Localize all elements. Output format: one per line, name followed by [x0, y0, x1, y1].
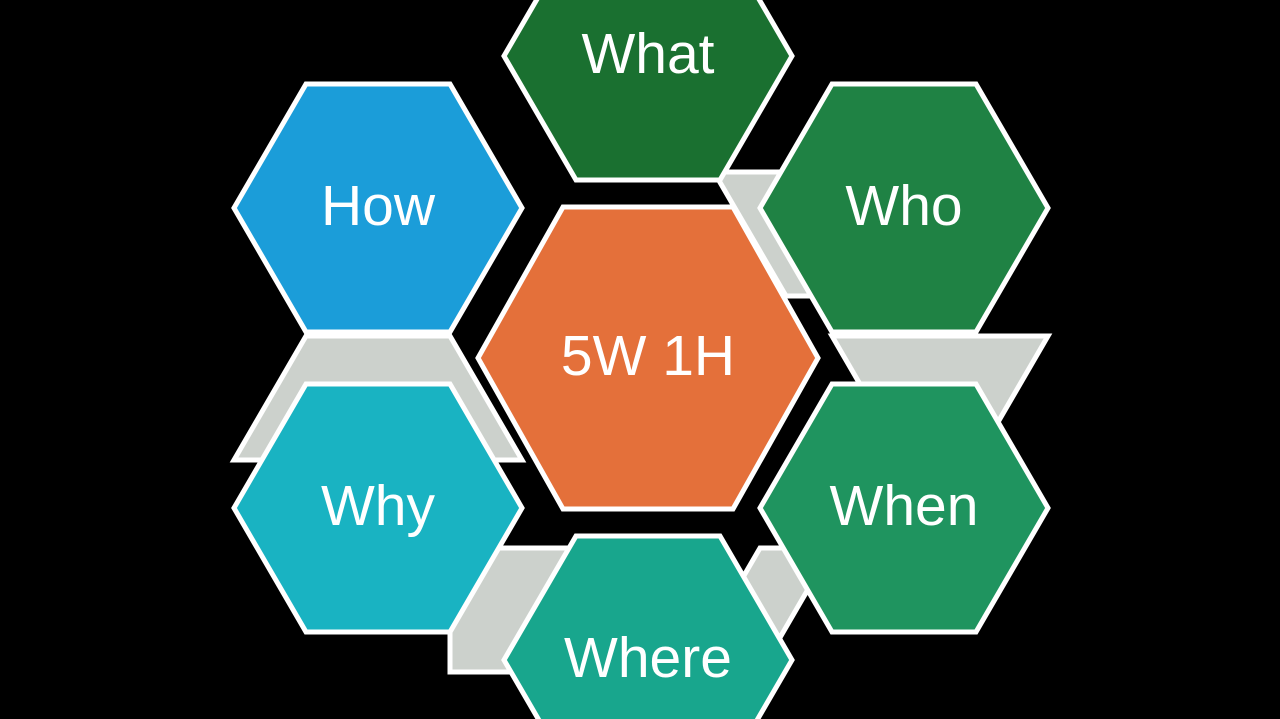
hex-label-what: What — [581, 22, 714, 86]
hex-label-why: Why — [321, 474, 436, 538]
hex-shape-what[interactable] — [501, 0, 795, 183]
hex-node-why[interactable]: Why — [231, 381, 525, 635]
hex-label-center: 5W 1H — [561, 324, 735, 388]
hex-node-center[interactable]: 5W 1H — [475, 204, 821, 512]
hex-label-how: How — [321, 174, 436, 238]
hex-shape-center[interactable] — [475, 204, 821, 512]
hex-shape-when[interactable] — [757, 381, 1051, 635]
hex-shape-why[interactable] — [231, 381, 525, 635]
hex-node-where[interactable]: Where — [501, 533, 795, 719]
hex-label-where: Where — [564, 626, 732, 690]
hex-label-who: Who — [845, 174, 962, 238]
hex-node-how[interactable]: How — [231, 81, 525, 335]
hex-label-when: When — [830, 474, 979, 538]
hex-node-what[interactable]: What — [501, 0, 795, 183]
hex-shape-where[interactable] — [501, 533, 795, 719]
hex-node-who[interactable]: Who — [757, 81, 1051, 335]
hexagon-group: What Who When Where Why — [231, 0, 1051, 719]
hex-node-when[interactable]: When — [757, 381, 1051, 635]
hex-shape-how[interactable] — [231, 81, 525, 335]
hex-shape-who[interactable] — [757, 81, 1051, 335]
